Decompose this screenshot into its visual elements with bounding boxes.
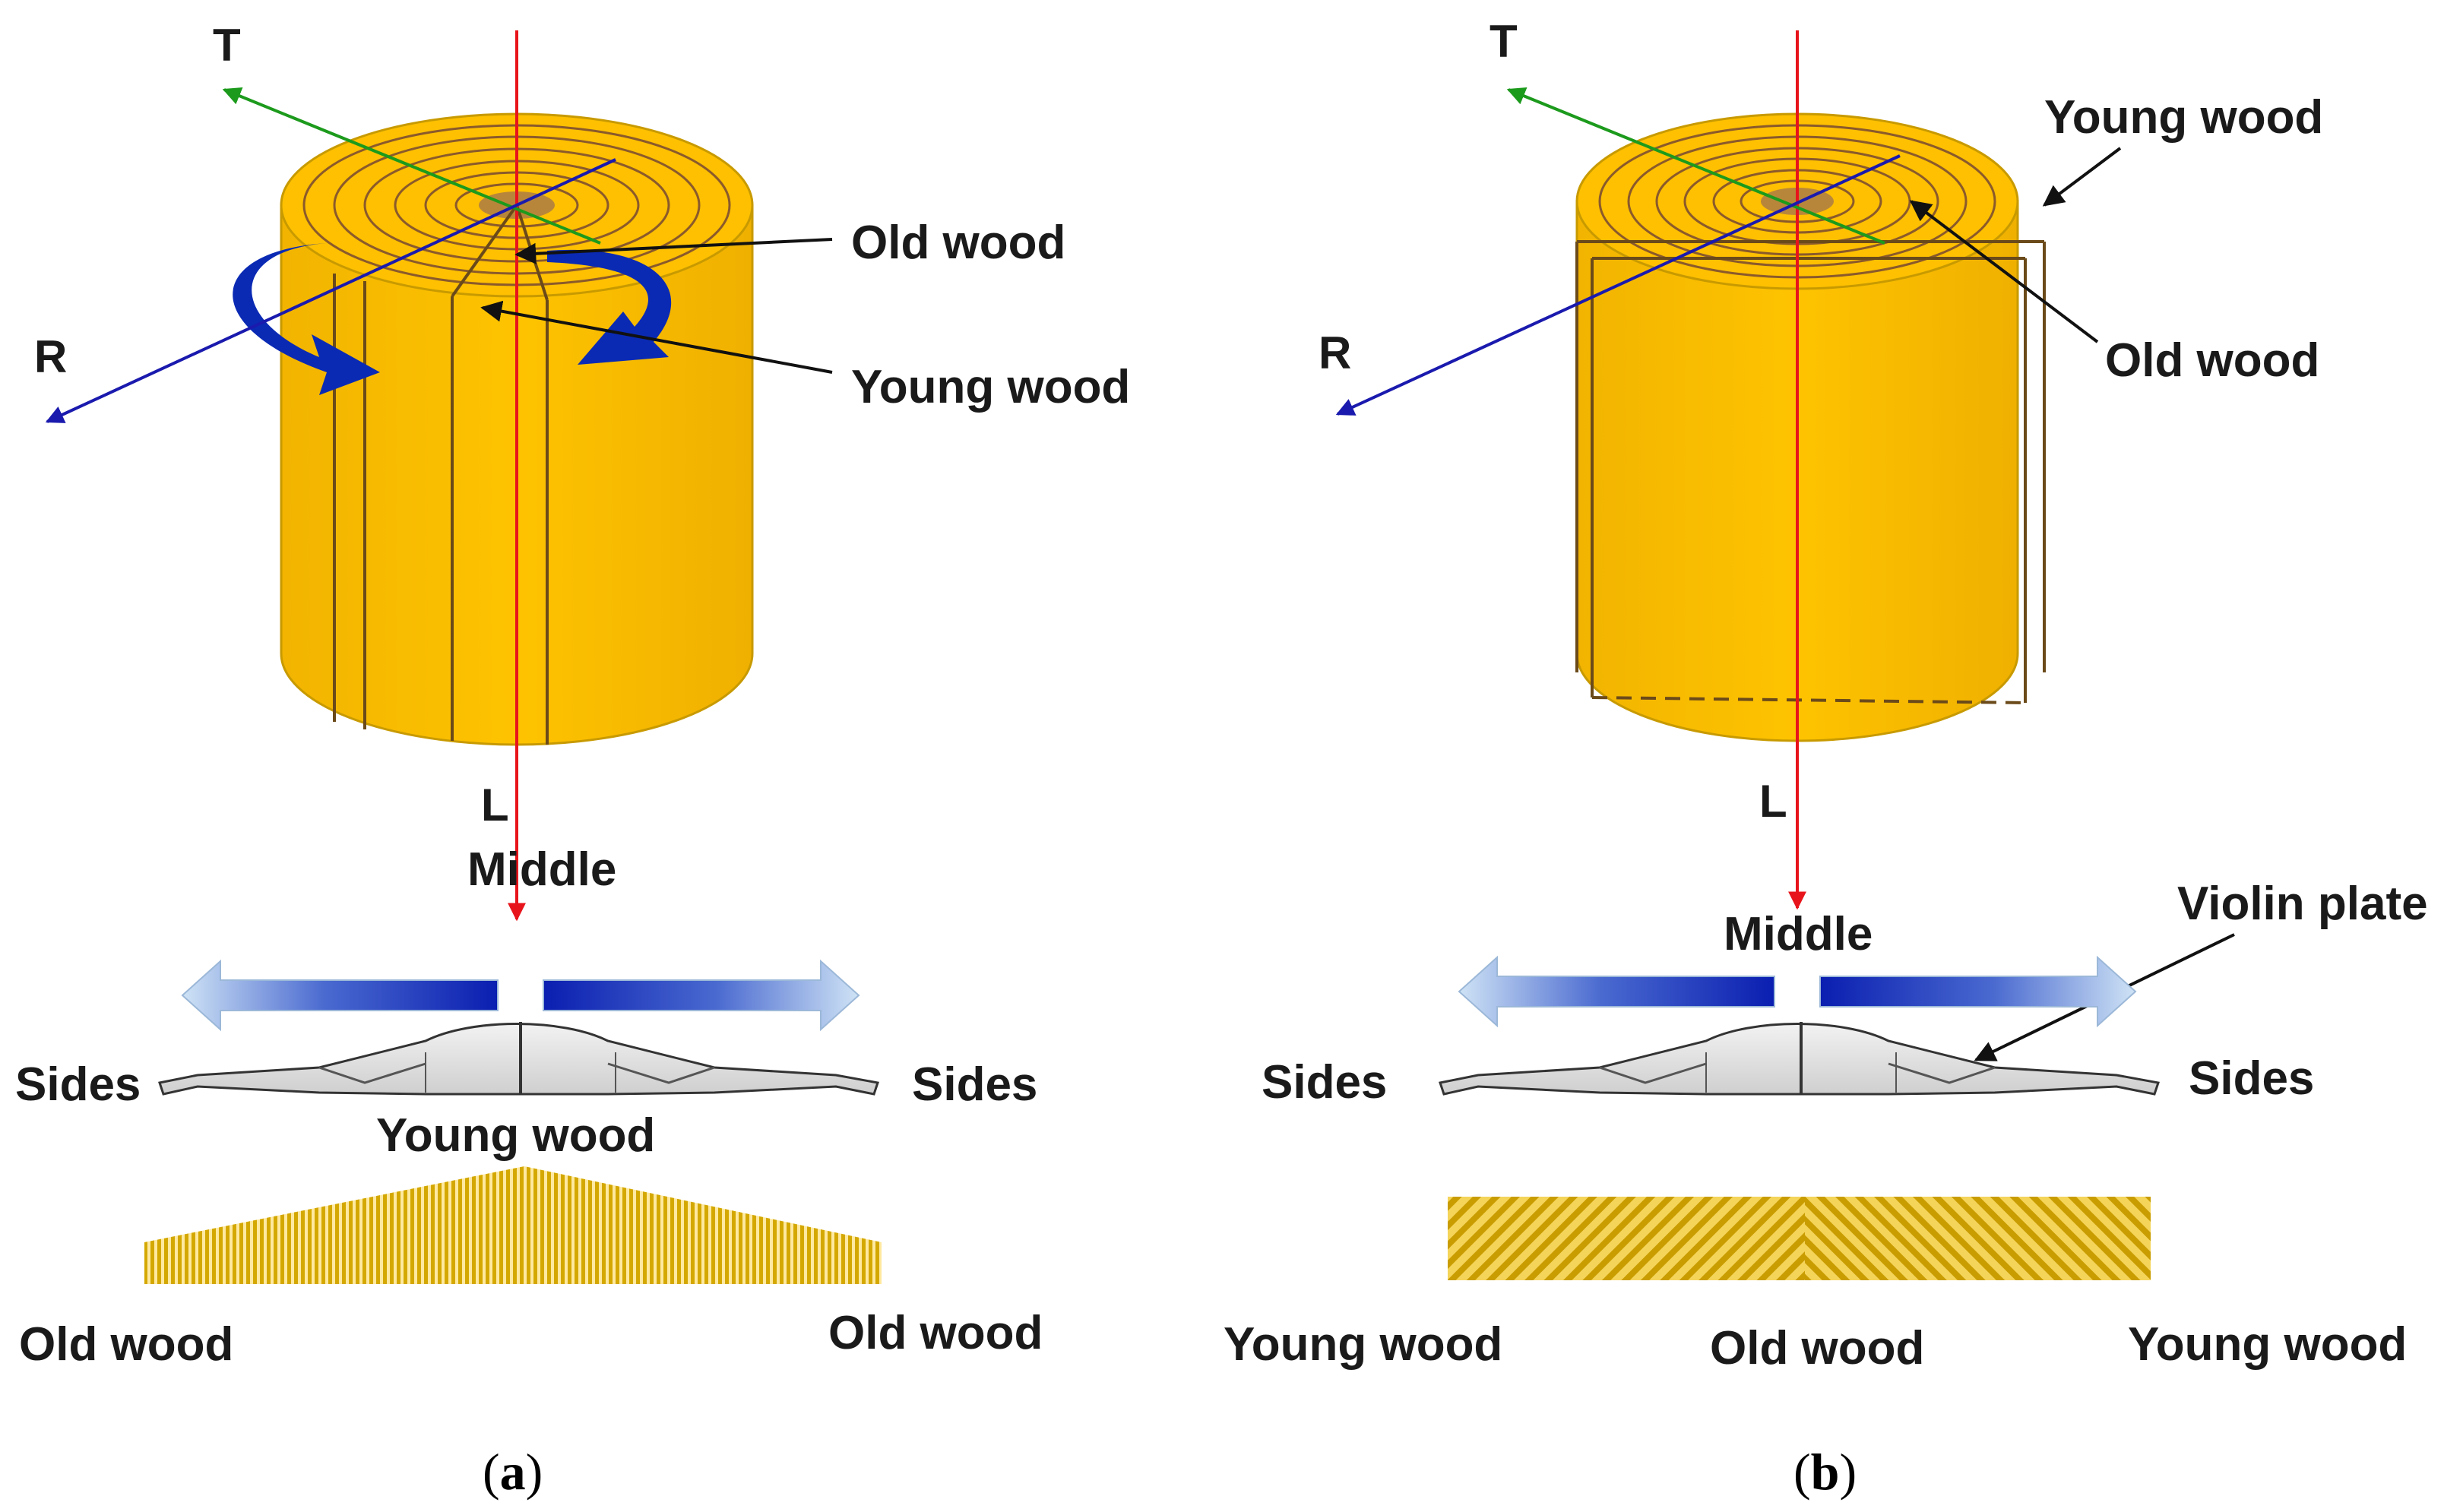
violin-plate-a (158, 1022, 879, 1096)
axis-R-line-b (1335, 154, 1901, 416)
grain-block-b (1448, 1197, 2151, 1280)
label-young-wood-center-a: Young wood (376, 1109, 655, 1162)
axis-L-label-b: L (1759, 776, 1787, 827)
leader-old-wood-a (514, 238, 833, 264)
label-young-wood-a: Young wood (851, 361, 1130, 413)
label-old-wood-b: Old wood (2105, 334, 2319, 387)
label-young-wood-b: Young wood (2044, 91, 2323, 144)
axis-R-line-a (45, 158, 616, 423)
log-cylinder-b (1575, 112, 2046, 742)
label-sides-right-a: Sides (912, 1058, 1037, 1111)
leader-old-wood-b (1909, 200, 2099, 343)
label-young-wood-right-b: Young wood (2128, 1318, 2407, 1371)
caption-b: (b) (1793, 1443, 1857, 1501)
axis-R-label-b: R (1319, 327, 1351, 378)
spread-arrow-left-b (1458, 955, 1775, 1028)
axis-T-line-a (222, 87, 601, 245)
spread-arrow-right-a (543, 959, 860, 1032)
grain-block-a (144, 1166, 882, 1284)
label-sides-left-b: Sides (1262, 1056, 1387, 1109)
panel-b: T R L Young wood Old wood Middle Violin … (1224, 16, 2428, 1501)
label-middle-b: Middle (1724, 908, 1873, 960)
caption-a: (a) (483, 1443, 543, 1501)
axis-L-label-a: L (481, 780, 509, 830)
leader-young-wood-a (480, 300, 833, 374)
panel-a: T R L Old wood Young wood Middle Sides S… (15, 20, 1130, 1501)
label-sides-left-a: Sides (15, 1058, 141, 1111)
leader-young-wood-b (2042, 147, 2122, 207)
label-young-wood-left-b: Young wood (1224, 1318, 1502, 1371)
axis-R-label-a: R (34, 331, 67, 382)
label-middle-a: Middle (467, 843, 616, 896)
spread-arrow-right-b (1819, 955, 2137, 1028)
label-old-wood-a: Old wood (851, 217, 1065, 269)
spread-arrow-left-a (181, 959, 499, 1032)
label-old-wood-left-a: Old wood (19, 1318, 233, 1371)
label-violin-plate-b: Violin plate (2177, 878, 2428, 930)
label-old-wood-right-a: Old wood (828, 1307, 1043, 1359)
label-old-wood-center-b: Old wood (1710, 1322, 1924, 1374)
rotation-arrow-left (233, 243, 380, 395)
violin-plate-b (1439, 1022, 2160, 1096)
label-sides-right-b: Sides (2189, 1052, 2314, 1105)
axis-T-label-b: T (1490, 16, 1518, 67)
axis-T-label-a: T (213, 20, 241, 71)
axis-T-line-b (1506, 87, 1885, 245)
